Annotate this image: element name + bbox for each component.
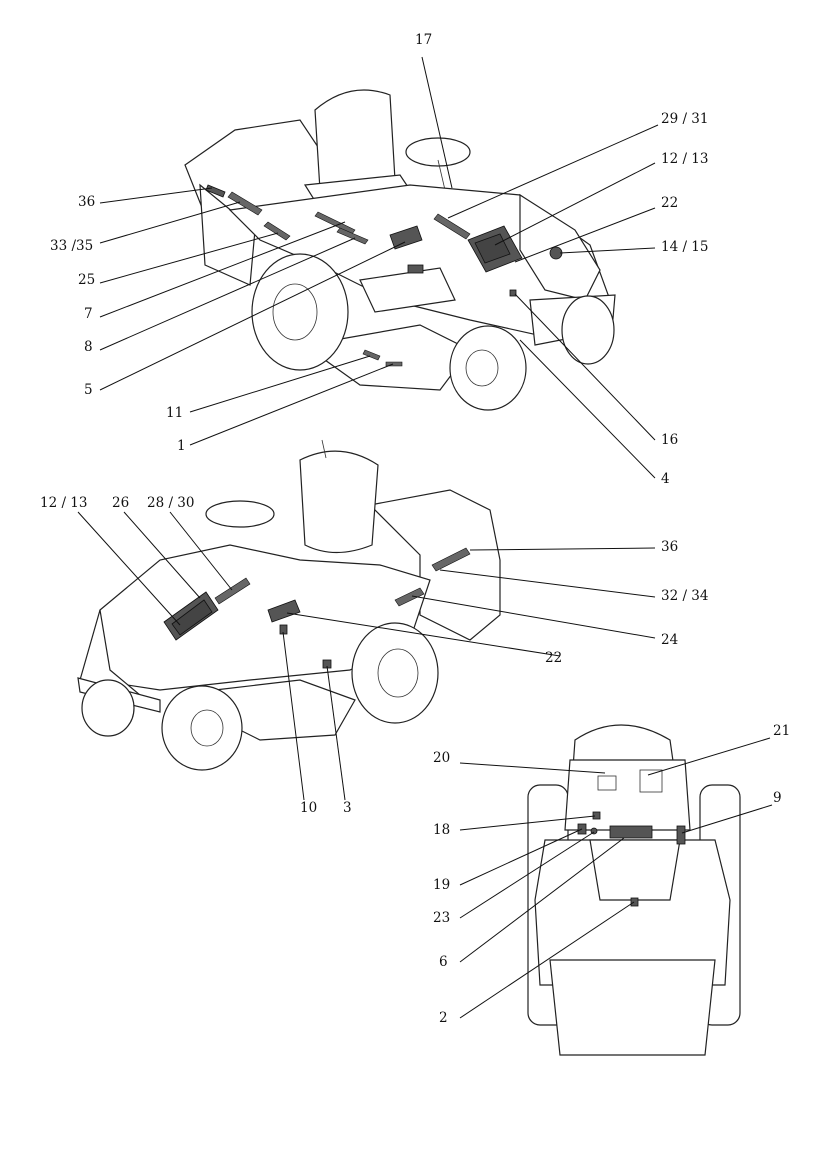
callout-10: 10: [300, 800, 318, 816]
callout-36-top: 36: [78, 194, 96, 210]
callout-28-30: 28 / 30: [147, 495, 195, 511]
tractor-view-top: [184, 89, 616, 411]
leader-lines-top: [99, 56, 659, 479]
leader-lines-rear: [459, 737, 773, 1019]
callout-3: 3: [343, 800, 352, 816]
callout-17: 17: [415, 32, 433, 48]
callout-6: 6: [439, 954, 448, 970]
tractor-view-middle: [77, 439, 501, 771]
callout-2: 2: [439, 1010, 448, 1026]
callout-5: 5: [84, 382, 93, 398]
callout-19: 19: [433, 877, 451, 893]
callout-22-top: 22: [661, 195, 679, 211]
callout-32-34: 32 / 34: [661, 588, 709, 604]
callout-4: 4: [661, 471, 670, 487]
leader-lines-middle: [77, 511, 656, 801]
callout-29-31: 29 / 31: [661, 111, 709, 127]
callout-12-13-mid: 12 / 13: [40, 495, 88, 511]
callout-1: 1: [177, 438, 186, 454]
callout-11: 11: [166, 405, 184, 421]
callout-21: 21: [773, 723, 791, 739]
callout-22-mid: 22: [545, 650, 563, 666]
callout-8: 8: [84, 339, 93, 355]
callout-24: 24: [661, 632, 679, 648]
callout-23: 23: [433, 910, 451, 926]
callout-36-mid: 36: [661, 539, 679, 555]
callout-14-15: 14 / 15: [661, 239, 709, 255]
callout-16: 16: [661, 432, 679, 448]
callout-33-35: 33 /35: [50, 238, 94, 254]
callout-18: 18: [433, 822, 451, 838]
callout-20: 20: [433, 750, 451, 766]
callout-25: 25: [78, 272, 96, 288]
callout-7: 7: [84, 306, 93, 322]
callout-9: 9: [773, 790, 782, 806]
callout-12-13-top: 12 / 13: [661, 151, 709, 167]
tractor-view-rear: [527, 724, 741, 1056]
callout-26: 26: [112, 495, 130, 511]
